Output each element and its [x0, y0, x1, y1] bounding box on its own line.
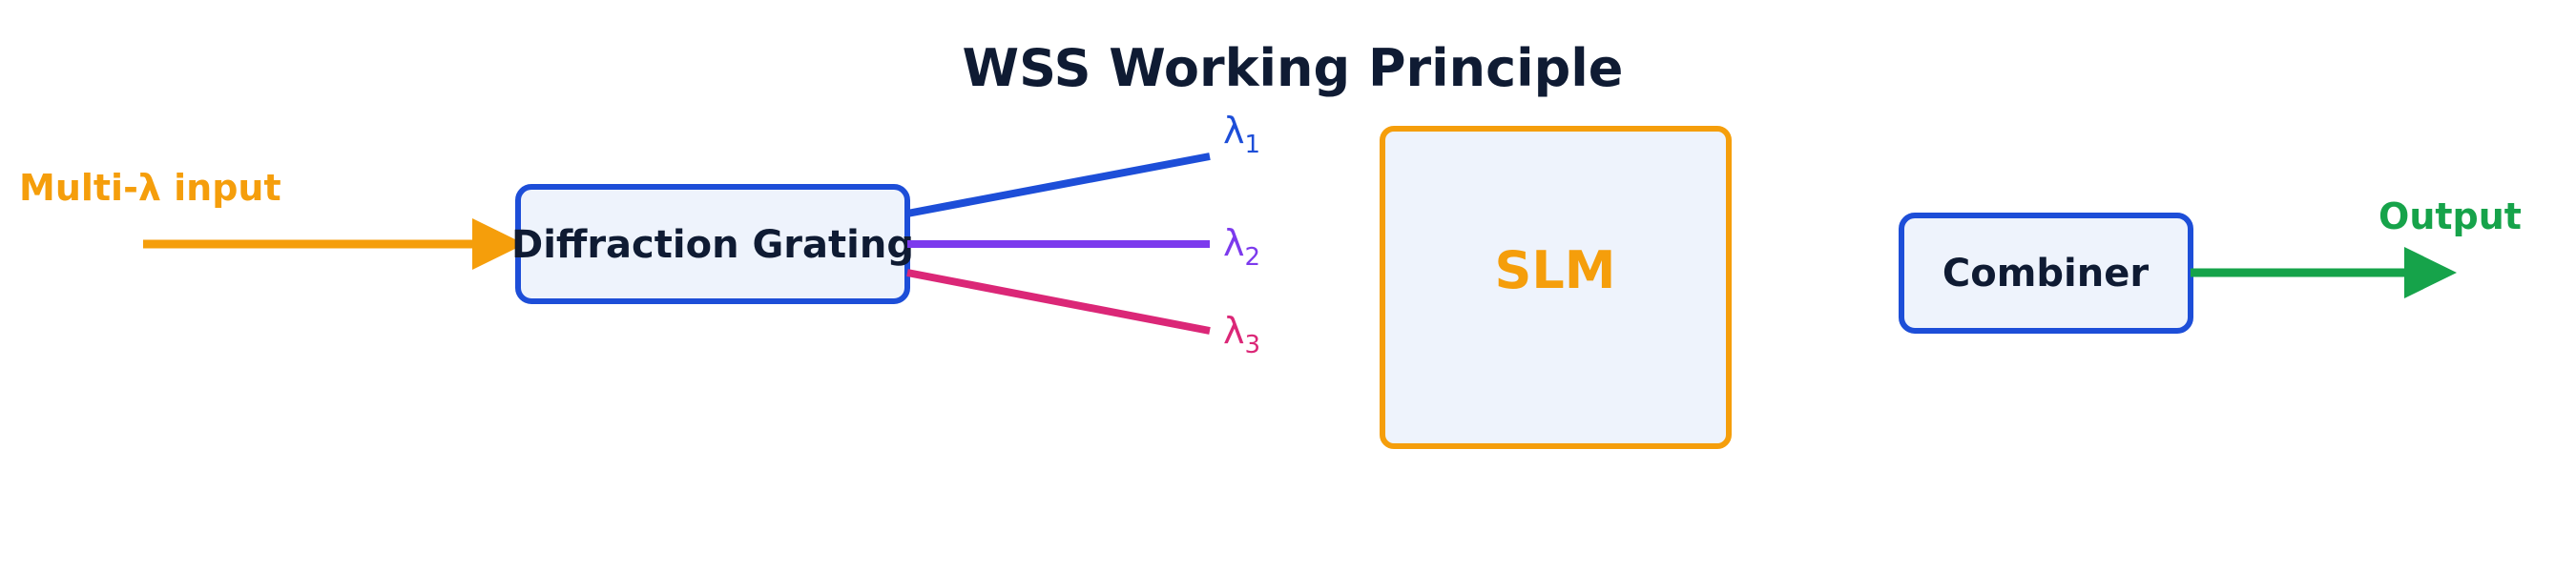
slm-box: SLM	[1380, 126, 1732, 449]
combiner-label: Combiner	[1942, 252, 2149, 296]
combiner-box: Combiner	[1899, 213, 2193, 334]
slm-label: SLM	[1494, 240, 1615, 300]
output-label: Output	[2379, 195, 2522, 237]
diagram-title: WSS Working Principle	[963, 38, 1624, 98]
lambda-1-label: λ1	[1223, 110, 1260, 159]
input-label: Multi-λ input	[19, 167, 281, 209]
diffraction-grating-box: Diffraction Grating	[511, 184, 914, 304]
diffraction-grating-label: Diffraction Grating	[511, 223, 914, 267]
lambda-3-ray	[906, 269, 1211, 335]
lambda-1-ray	[906, 153, 1211, 217]
lambda-2-label: λ2	[1223, 222, 1260, 272]
output-arrow	[2191, 247, 2457, 298]
input-arrow	[143, 218, 525, 270]
lambda-3-label: λ3	[1223, 310, 1260, 359]
